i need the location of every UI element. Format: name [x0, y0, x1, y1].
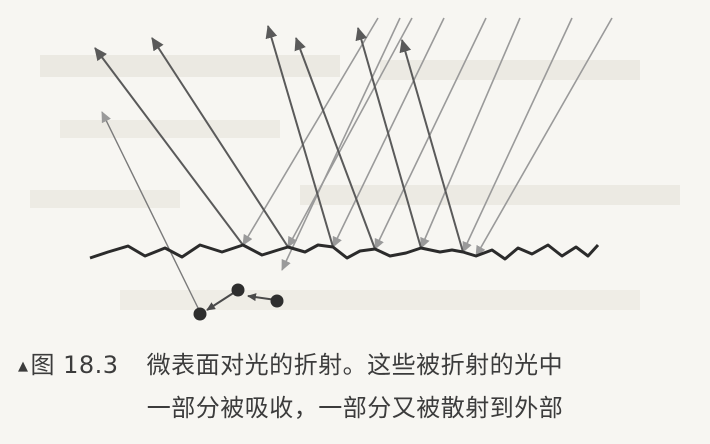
caption-text-1: 微表面对光的折射。这些被折射的光中: [146, 351, 564, 379]
reflected-ray: [94, 47, 244, 246]
incident-ray: [287, 17, 413, 248]
scattering-particle: [231, 283, 245, 297]
incident-rays: [242, 17, 613, 271]
incident-ray: [420, 17, 521, 249]
microfacet-refraction-diagram: [89, 17, 613, 321]
incident-ray: [462, 17, 573, 253]
figure-caption-line-1: ▲图 18.3 微表面对光的折射。这些被折射的光中: [18, 345, 710, 380]
incident-ray: [242, 17, 379, 246]
reflected-ray: [355, 27, 422, 249]
figure-caption-line-2: 一部分被吸收，一部分又被散射到外部: [146, 394, 564, 422]
subsurface-scattering: [193, 283, 284, 321]
reflected-ray: [399, 39, 464, 253]
reflected-rays: [94, 25, 464, 253]
figure-marker-icon: ▲: [18, 358, 29, 374]
scattering-particle: [193, 307, 207, 321]
reflected-ray: [265, 25, 334, 248]
rough-surface-line: [89, 243, 600, 261]
incident-ray: [281, 17, 401, 271]
reflected-ray: [151, 37, 289, 248]
scattered-out-ray: [101, 111, 201, 313]
figure-number: 图 18.3: [30, 351, 119, 379]
reflected-ray: [294, 37, 376, 250]
scattering-particle: [270, 294, 284, 308]
incident-ray: [475, 17, 613, 257]
incident-ray: [374, 17, 487, 250]
